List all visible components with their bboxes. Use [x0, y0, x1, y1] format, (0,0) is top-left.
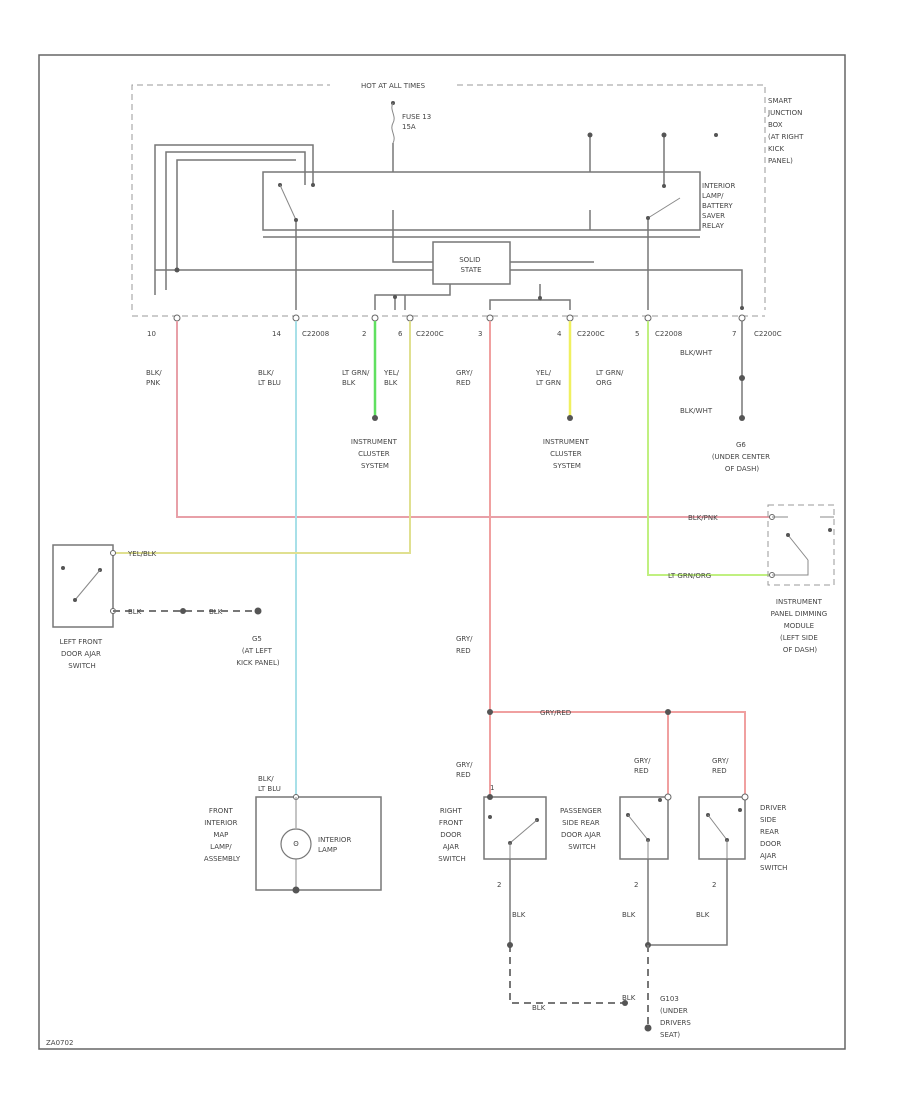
svg-text:C22008: C22008	[302, 330, 329, 338]
fuse-name: FUSE 13	[402, 113, 431, 121]
svg-text:LT GRN/ORG: LT GRN/ORG	[668, 572, 711, 580]
svg-text:2: 2	[362, 330, 366, 338]
wire-blk-pnk	[176, 321, 770, 518]
fuse-rating: 15A	[402, 123, 416, 131]
dimming-module-label: INSTRUMENT PANEL DIMMING MODULE (LEFT SI…	[771, 598, 830, 654]
svg-text:BLK: BLK	[622, 994, 636, 1002]
right-front-switch-label: RIGHT FRONT DOOR AJAR SWITCH	[438, 807, 465, 863]
instrument-cluster-label-2: INSTRUMENT CLUSTER SYSTEM	[543, 438, 591, 470]
gry-red-mid-label: GRY/ RED	[456, 635, 475, 655]
relay-label: INTERIOR LAMP/ BATTERY SAVER RELAY	[702, 182, 738, 230]
svg-text:2: 2	[497, 881, 501, 889]
svg-text:C22008: C22008	[655, 330, 682, 338]
svg-text:YEL/BLK: YEL/BLK	[383, 369, 400, 387]
connector-pins	[173, 314, 746, 322]
hot-at-all-times-label: HOT AT ALL TIMES	[361, 82, 426, 90]
svg-text:C2200C: C2200C	[754, 330, 782, 338]
left-front-door-ajar-switch	[52, 544, 116, 628]
svg-text:BLK/WHT: BLK/WHT	[680, 349, 713, 357]
svg-text:BLK/WHT: BLK/WHT	[680, 407, 713, 415]
svg-text:6: 6	[398, 330, 403, 338]
svg-text:BLK/LT BLU: BLK/LT BLU	[258, 369, 281, 387]
svg-text:GRY/RED: GRY/RED	[540, 709, 571, 717]
svg-text:GRY/RED: GRY/RED	[712, 757, 729, 775]
svg-text:1: 1	[490, 784, 494, 792]
svg-text:C2200C: C2200C	[416, 330, 444, 338]
instrument-cluster-label-1: INSTRUMENT CLUSTER SYSTEM	[351, 438, 399, 470]
ground-g5-label: G5 (AT LEFT KICK PANEL)	[236, 635, 279, 667]
smart-junction-box: HOT AT ALL TIMES SMART JUNCTION BOX (AT …	[131, 80, 806, 317]
ground-wire-g103	[509, 945, 625, 1004]
svg-text:3: 3	[478, 330, 482, 338]
svg-text:BLK: BLK	[512, 911, 526, 919]
driver-rear-switch-label: DRIVER SIDE REAR DOOR AJAR SWITCH	[760, 804, 789, 872]
right-front-door-ajar-switch	[483, 794, 547, 860]
fuse-13: FUSE 13 15A	[391, 101, 431, 144]
passenger-rear-switch-label: PASSENGER SIDE REAR DOOR AJAR SWITCH	[560, 807, 604, 851]
ground-g103-label: G103 (UNDER DRIVERS SEAT)	[660, 995, 693, 1039]
svg-text:BLK: BLK	[622, 911, 636, 919]
blk-ltblu-lamp-label: BLK/ LT BLU	[258, 775, 281, 793]
passenger-side-rear-door-ajar-switch	[619, 793, 672, 860]
junction-box-label: SMART JUNCTION BOX (AT RIGHT KICK PANEL)	[767, 97, 806, 165]
svg-text:YEL/LT GRN: YEL/LT GRN	[535, 369, 561, 387]
left-front-switch-label: LEFT FRONT DOOR AJAR SWITCH	[60, 638, 105, 670]
svg-text:BLK/PNK: BLK/PNK	[146, 369, 162, 387]
svg-text:7: 7	[732, 330, 736, 338]
svg-text:BLK: BLK	[532, 1004, 546, 1012]
diagram-code: ZA0702	[46, 1039, 73, 1047]
svg-text:SOLID STATE: SOLID STATE	[459, 256, 483, 274]
svg-text:5: 5	[635, 330, 639, 338]
instrument-panel-dimming-module	[767, 504, 835, 586]
wire-yel-blk	[112, 321, 411, 554]
svg-text:LT GRN/BLK: LT GRN/BLK	[342, 369, 370, 387]
svg-text:GRY/RED: GRY/RED	[634, 757, 651, 775]
svg-text:YEL/BLK: YEL/BLK	[127, 550, 157, 558]
switch-pin-labels: 2 2 2 1	[490, 784, 716, 889]
ground-g6-label: G6 (UNDER CENTER OF DASH)	[712, 441, 772, 473]
svg-text:14: 14	[272, 330, 281, 338]
svg-text:LT GRN/ORG: LT GRN/ORG	[596, 369, 624, 387]
svg-text:GRY/RED: GRY/RED	[456, 761, 473, 779]
svg-text:BLK: BLK	[696, 911, 710, 919]
svg-text:BLK: BLK	[128, 608, 142, 616]
front-interior-map-lamp-assembly: ʘ INTERIOR LAMP	[255, 794, 382, 894]
relay-switch-right	[646, 184, 681, 220]
svg-text:4: 4	[557, 330, 562, 338]
wire-ltgrn-org	[647, 321, 770, 576]
svg-text:BLK/PNK: BLK/PNK	[688, 514, 718, 522]
svg-text:ʘ: ʘ	[293, 840, 299, 848]
svg-text:10: 10	[147, 330, 156, 338]
wire-labels: BLK/PNK BLK/LT BLU LT GRN/BLK YEL/BLK GR…	[127, 349, 718, 580]
driver-side-rear-door-ajar-switch	[698, 793, 749, 860]
map-lamp-assembly-label: FRONT INTERIOR MAP LAMP/ ASSEMBLY	[204, 807, 241, 863]
svg-text:BLK: BLK	[209, 608, 223, 616]
diagram-frame	[38, 54, 846, 1050]
svg-text:GRY/RED: GRY/RED	[456, 369, 473, 387]
pin-labels: 10 14 C22008 2 6 C2200C 3 4 C2200C 5 C22…	[147, 330, 782, 338]
wire-gry-red-bus	[490, 711, 746, 795]
svg-text:C2200C: C2200C	[577, 330, 605, 338]
interior-lamp-label: INTERIOR LAMP	[318, 836, 354, 854]
svg-text:2: 2	[634, 881, 638, 889]
relay-switch-left	[278, 183, 315, 222]
svg-text:2: 2	[712, 881, 716, 889]
solid-state-module: SOLID STATE	[432, 241, 511, 285]
